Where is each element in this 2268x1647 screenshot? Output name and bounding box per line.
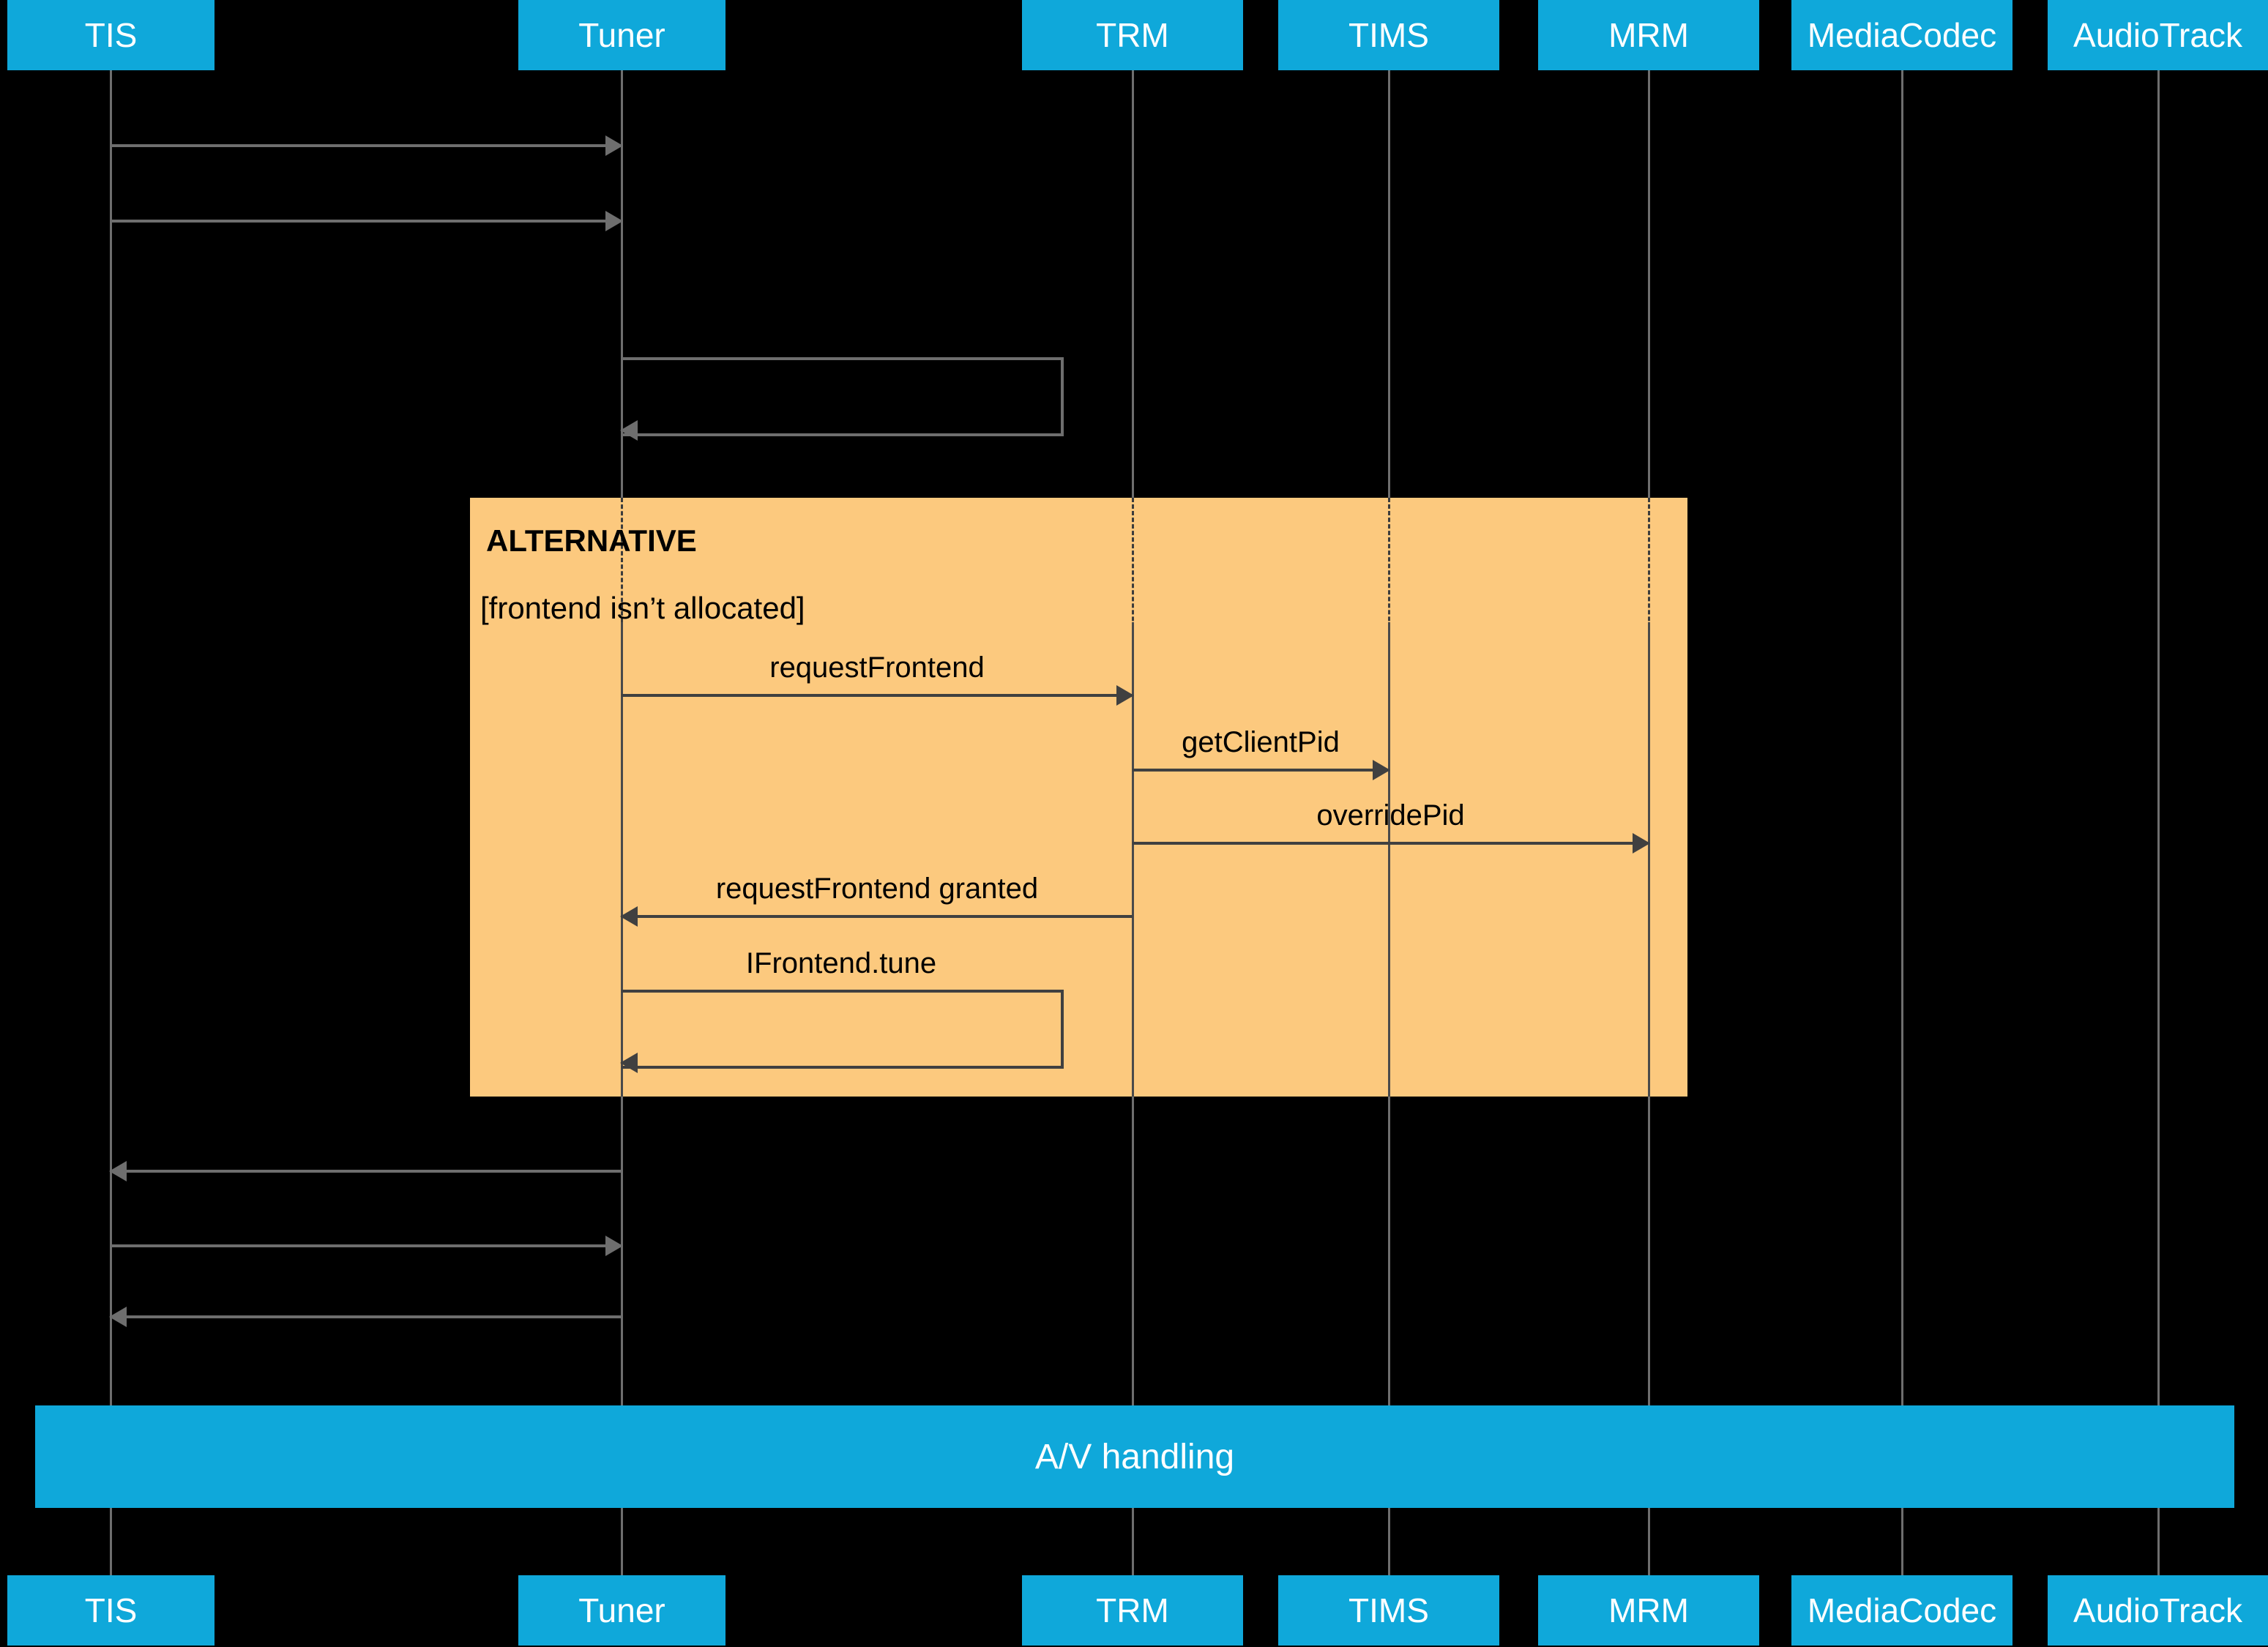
participant-header-trm[interactable]: TRM	[1022, 0, 1243, 70]
participant-footer-tis[interactable]: TIS	[7, 1575, 215, 1646]
participant-header-audiotrack[interactable]: AudioTrack	[2048, 0, 2268, 70]
alt-fragment-title: ALTERNATIVE	[486, 523, 697, 558]
lifeline-audiotrack	[2157, 70, 2160, 1575]
participant-footer-audiotrack[interactable]: AudioTrack	[2048, 1575, 2268, 1646]
message-label-m8: IFrontend.tune	[745, 947, 937, 979]
arrow-line-m9	[111, 1170, 622, 1173]
participant-header-tis[interactable]: TIS	[7, 0, 215, 70]
arrow-line-m11	[111, 1315, 622, 1318]
message-label-m7: requestFrontend granted	[715, 873, 1039, 905]
arrow-head-m6	[1633, 833, 1650, 854]
arrow-head-m5	[1373, 760, 1390, 780]
lifeline-alt-body-mrm	[1648, 622, 1650, 1097]
arrow-head-m7	[620, 906, 638, 927]
participant-footer-tims[interactable]: TIMS	[1278, 1575, 1499, 1646]
participant-footer-mediacodec[interactable]: MediaCodec	[1791, 1575, 2013, 1646]
message-label-m6: overridePid	[1316, 799, 1465, 832]
arrow-head-m4	[1116, 685, 1134, 706]
arrow-line-m6	[1133, 842, 1649, 845]
lifeline-alt-body-trm	[1132, 622, 1134, 1097]
arrow-head-m1	[605, 135, 623, 156]
arrow-line-m2	[111, 220, 622, 223]
participant-header-tuner[interactable]: Tuner	[518, 0, 725, 70]
participant-header-tims[interactable]: TIMS	[1278, 0, 1499, 70]
lifeline-alt-body-tims	[1388, 622, 1390, 1097]
arrow-head-m10	[605, 1236, 623, 1256]
participant-footer-tuner[interactable]: Tuner	[518, 1575, 725, 1646]
av-handling-bar[interactable]: A/V handling	[35, 1405, 2234, 1508]
alt-fragment-guard: [frontend isn’t allocated]	[480, 591, 805, 625]
participant-footer-trm[interactable]: TRM	[1022, 1575, 1243, 1646]
participant-footer-mrm[interactable]: MRM	[1538, 1575, 1759, 1646]
arrow-line-m1	[111, 144, 622, 147]
arrow-line-m7	[622, 915, 1133, 918]
lifeline-tis	[110, 70, 112, 1575]
participant-header-mrm[interactable]: MRM	[1538, 0, 1759, 70]
arrow-head-m11	[109, 1307, 127, 1327]
lifeline-in-alt-tuner	[621, 498, 623, 622]
arrow-line-m4	[622, 694, 1133, 697]
lifeline-mediacodec	[1901, 70, 1903, 1575]
participant-header-mediacodec[interactable]: MediaCodec	[1791, 0, 2013, 70]
alt-fragment-frame	[470, 498, 1687, 1097]
message-label-m4: requestFrontend	[769, 651, 985, 684]
arrow-line-m10	[111, 1244, 622, 1247]
arrow-head-m9	[109, 1161, 127, 1181]
arrow-head-m8	[620, 1053, 638, 1073]
arrow-head-m2	[605, 211, 623, 231]
arrow-head-m3	[620, 420, 638, 441]
lifeline-alt-body-tuner	[621, 622, 623, 1097]
message-label-m5: getClientPid	[1182, 726, 1340, 758]
arrow-line-m5	[1133, 769, 1389, 772]
